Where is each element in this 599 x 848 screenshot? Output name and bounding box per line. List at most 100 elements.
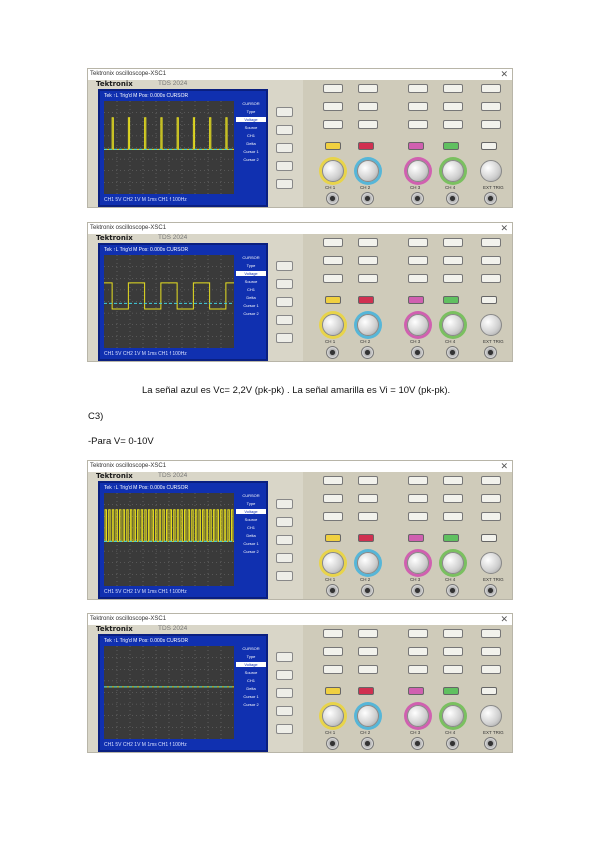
channel-menu-button[interactable]	[358, 296, 374, 304]
menu-item[interactable]: Type	[246, 501, 256, 506]
panel-button[interactable]	[358, 120, 378, 129]
menu-item[interactable]: Source	[244, 125, 258, 130]
bnc-connector[interactable]	[446, 192, 459, 205]
panel-button[interactable]	[358, 256, 378, 265]
panel-button[interactable]	[481, 256, 501, 265]
channel-menu-button[interactable]	[408, 296, 424, 304]
bnc-connector[interactable]	[411, 584, 424, 597]
menu-item[interactable]: Delta	[246, 686, 256, 691]
option-button[interactable]	[276, 517, 293, 527]
option-button[interactable]	[276, 535, 293, 545]
panel-button[interactable]	[481, 647, 501, 656]
panel-button[interactable]	[358, 512, 378, 521]
option-button[interactable]	[276, 724, 293, 734]
panel-button[interactable]	[408, 274, 428, 283]
volts-div-knob[interactable]	[322, 552, 344, 574]
bnc-connector[interactable]	[411, 346, 424, 359]
menu-item[interactable]: CURSOR	[242, 255, 260, 260]
volts-div-knob[interactable]	[407, 705, 429, 727]
menu-item[interactable]: Cursor 1	[243, 541, 259, 546]
volts-div-knob[interactable]	[442, 552, 464, 574]
menu-item[interactable]: Cursor 1	[243, 303, 259, 308]
panel-button[interactable]	[481, 494, 501, 503]
close-icon[interactable]: ✕	[500, 223, 508, 233]
channel-menu-button[interactable]	[481, 142, 497, 150]
panel-button[interactable]	[408, 476, 428, 485]
menu-item[interactable]: Cursor 2	[243, 311, 259, 316]
volts-div-knob[interactable]	[407, 160, 429, 182]
volts-div-knob[interactable]	[357, 705, 379, 727]
panel-button[interactable]	[358, 238, 378, 247]
bnc-connector[interactable]	[446, 346, 459, 359]
panel-button[interactable]	[481, 629, 501, 638]
volts-div-knob[interactable]	[322, 314, 344, 336]
panel-button[interactable]	[358, 84, 378, 93]
option-button[interactable]	[276, 297, 293, 307]
option-button[interactable]	[276, 143, 293, 153]
option-button[interactable]	[276, 670, 293, 680]
channel-menu-button[interactable]	[358, 687, 374, 695]
bnc-connector[interactable]	[326, 737, 339, 750]
bnc-connector[interactable]	[411, 737, 424, 750]
panel-button[interactable]	[443, 120, 463, 129]
bnc-connector[interactable]	[484, 192, 497, 205]
panel-button[interactable]	[323, 476, 343, 485]
channel-menu-button[interactable]	[325, 534, 341, 542]
panel-button[interactable]	[323, 494, 343, 503]
panel-button[interactable]	[481, 238, 501, 247]
option-button[interactable]	[276, 179, 293, 189]
channel-menu-button[interactable]	[443, 687, 459, 695]
channel-menu-button[interactable]	[408, 534, 424, 542]
option-button[interactable]	[276, 279, 293, 289]
menu-item[interactable]: CH1	[246, 525, 255, 530]
menu-item[interactable]: CURSOR	[242, 646, 260, 651]
option-button[interactable]	[276, 499, 293, 509]
option-button[interactable]	[276, 333, 293, 343]
channel-menu-button[interactable]	[408, 687, 424, 695]
panel-button[interactable]	[323, 84, 343, 93]
panel-button[interactable]	[358, 102, 378, 111]
panel-button[interactable]	[323, 102, 343, 111]
volts-div-knob[interactable]	[407, 552, 429, 574]
panel-button[interactable]	[481, 274, 501, 283]
panel-button[interactable]	[443, 512, 463, 521]
panel-button[interactable]	[323, 512, 343, 521]
menu-item[interactable]: Delta	[246, 295, 256, 300]
channel-menu-button[interactable]	[443, 142, 459, 150]
menu-item[interactable]: CURSOR	[242, 493, 260, 498]
volts-div-knob[interactable]	[407, 314, 429, 336]
menu-item[interactable]: CH1	[246, 133, 255, 138]
panel-button[interactable]	[481, 102, 501, 111]
bnc-connector[interactable]	[361, 192, 374, 205]
bnc-connector[interactable]	[484, 346, 497, 359]
bnc-connector[interactable]	[484, 737, 497, 750]
panel-button[interactable]	[443, 629, 463, 638]
panel-button[interactable]	[481, 120, 501, 129]
panel-button[interactable]	[358, 274, 378, 283]
panel-button[interactable]	[443, 84, 463, 93]
panel-button[interactable]	[358, 476, 378, 485]
panel-button[interactable]	[323, 665, 343, 674]
bnc-connector[interactable]	[446, 584, 459, 597]
channel-menu-button[interactable]	[408, 142, 424, 150]
panel-button[interactable]	[358, 629, 378, 638]
menu-item[interactable]: Source	[244, 670, 258, 675]
volts-div-knob[interactable]	[480, 314, 502, 336]
channel-menu-button[interactable]	[481, 534, 497, 542]
bnc-connector[interactable]	[361, 584, 374, 597]
channel-menu-button[interactable]	[443, 296, 459, 304]
menu-item[interactable]: Delta	[246, 141, 256, 146]
panel-button[interactable]	[323, 238, 343, 247]
panel-button[interactable]	[323, 629, 343, 638]
channel-menu-button[interactable]	[325, 296, 341, 304]
panel-button[interactable]	[481, 476, 501, 485]
channel-menu-button[interactable]	[325, 687, 341, 695]
panel-button[interactable]	[408, 512, 428, 521]
menu-item[interactable]: Source	[244, 279, 258, 284]
panel-button[interactable]	[443, 274, 463, 283]
panel-button[interactable]	[443, 256, 463, 265]
panel-button[interactable]	[443, 665, 463, 674]
panel-button[interactable]	[443, 647, 463, 656]
menu-item[interactable]: Voltage	[236, 271, 266, 276]
menu-item[interactable]: Type	[246, 654, 256, 659]
